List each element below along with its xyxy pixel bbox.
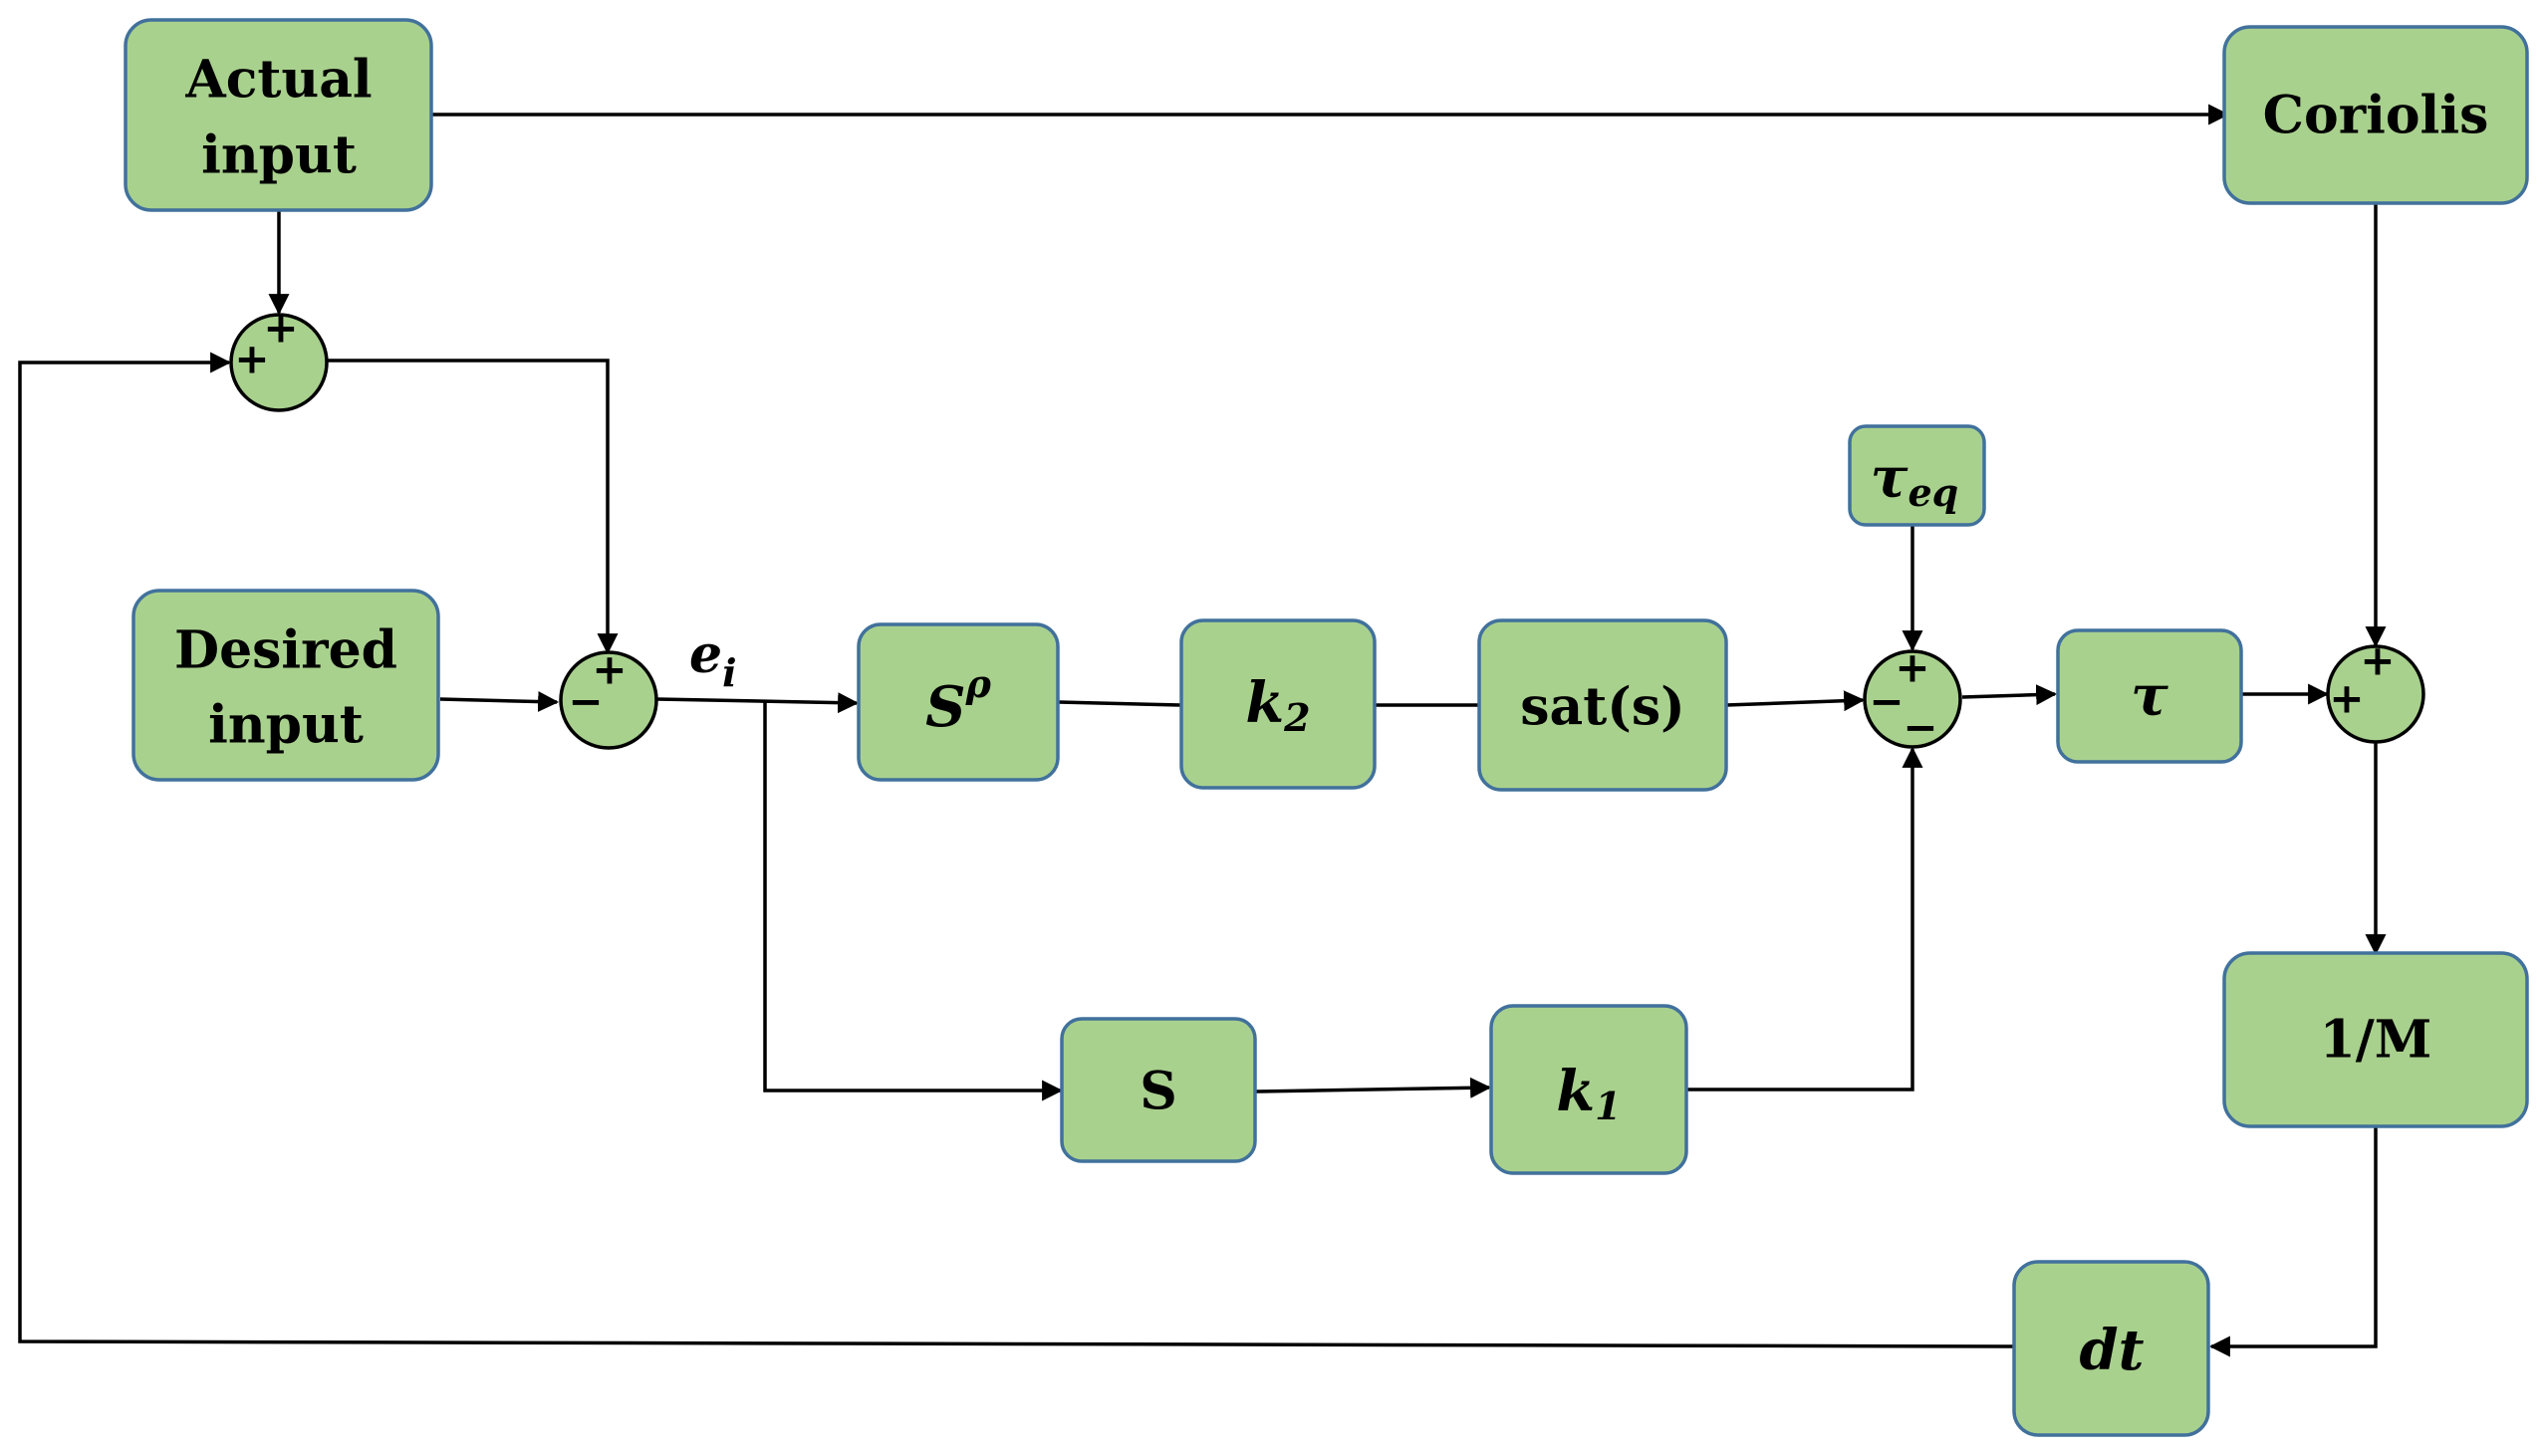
actual-input-line2: input bbox=[201, 125, 357, 186]
sum-dynamics-sign-left: + bbox=[2329, 674, 2364, 723]
sum-control-sign-bottom: − bbox=[1903, 703, 1937, 752]
coriolis-label: Coriolis bbox=[2263, 86, 2489, 146]
sum-feedback-sign-top: + bbox=[263, 304, 298, 353]
coriolis-block: Coriolis bbox=[2222, 25, 2529, 205]
sum-feedback-sign-left: + bbox=[234, 335, 269, 383]
tau-eq-label: τeq bbox=[1871, 445, 1958, 515]
sat-label: sat(s) bbox=[1520, 677, 1684, 738]
s-rho-main: S bbox=[925, 674, 965, 740]
sum-error-sign-top: + bbox=[592, 645, 627, 694]
k1-subscript: 1 bbox=[1595, 1084, 1621, 1128]
tau-eq-subscript: eq bbox=[1907, 470, 1958, 515]
sum-junction-dynamics: + + bbox=[2326, 636, 2425, 744]
tau-block: τ bbox=[2056, 628, 2243, 764]
error-signal-label: ei bbox=[689, 624, 737, 695]
dt-block: dt bbox=[2012, 1260, 2210, 1437]
wire-s-rho-to-k2 bbox=[1058, 700, 1181, 707]
wire-dt-feedback-loop bbox=[18, 352, 2015, 1348]
actual-input-line1: Actual bbox=[184, 50, 372, 111]
tau-eq-main: τ bbox=[1871, 445, 1908, 511]
dt-label: dt bbox=[2079, 1318, 2144, 1383]
sum-junction-control: + − − bbox=[1863, 643, 1962, 752]
sum-error-sign-left: − bbox=[568, 677, 603, 726]
wire-sum-control-to-tau bbox=[1961, 684, 2058, 706]
connections bbox=[18, 104, 2387, 1357]
s-block-label: S bbox=[1140, 1062, 1177, 1122]
sat-block: sat(s) bbox=[1477, 618, 1728, 792]
k2-main: k bbox=[1245, 670, 1284, 736]
s-block: S bbox=[1060, 1017, 1257, 1163]
wire-sat-to-sum-control bbox=[1725, 690, 1866, 712]
s-rho-label: Sρ bbox=[925, 661, 991, 741]
wire-error-branch-to-s bbox=[763, 702, 1064, 1101]
error-signal-subscript: i bbox=[722, 650, 736, 695]
desired-input-line2: input bbox=[208, 695, 364, 756]
actual-input-block: Actual input bbox=[124, 18, 433, 212]
inv-m-block: 1/M bbox=[2222, 951, 2529, 1128]
error-signal-main: e bbox=[689, 624, 722, 685]
wire-s-to-k1 bbox=[1255, 1077, 1492, 1098]
wire-sum-feedback-to-sum-error bbox=[327, 359, 619, 655]
k1-main: k bbox=[1556, 1059, 1595, 1124]
k2-subscript: 2 bbox=[1283, 695, 1310, 740]
sum-dynamics-sign-top: + bbox=[2360, 636, 2395, 685]
wire-inv-m-to-dt bbox=[2208, 1127, 2378, 1357]
desired-input-block: Desired input bbox=[131, 589, 440, 782]
tau-label: τ bbox=[2131, 663, 2168, 729]
s-rho-superscript: ρ bbox=[965, 661, 992, 706]
wire-error-to-s-rho bbox=[656, 692, 860, 714]
wire-k1-to-sum-control bbox=[1686, 746, 1923, 1092]
s-rho-block: Sρ bbox=[857, 622, 1060, 782]
k1-label: k1 bbox=[1556, 1059, 1621, 1128]
wire-desired-to-sum-error bbox=[439, 691, 560, 713]
sum-junction-feedback: + + bbox=[229, 304, 329, 412]
sum-control-sign-top: + bbox=[1895, 643, 1929, 692]
inv-m-label: 1/M bbox=[2320, 1010, 2432, 1071]
tau-eq-block: τeq bbox=[1848, 424, 1986, 527]
k2-block: k2 bbox=[1179, 618, 1377, 790]
desired-input-line1: Desired bbox=[174, 620, 397, 681]
sum-control-sign-left: − bbox=[1869, 677, 1904, 726]
k1-block: k1 bbox=[1489, 1004, 1688, 1175]
sum-junction-error: + − bbox=[559, 645, 658, 750]
k2-label: k2 bbox=[1245, 670, 1310, 740]
